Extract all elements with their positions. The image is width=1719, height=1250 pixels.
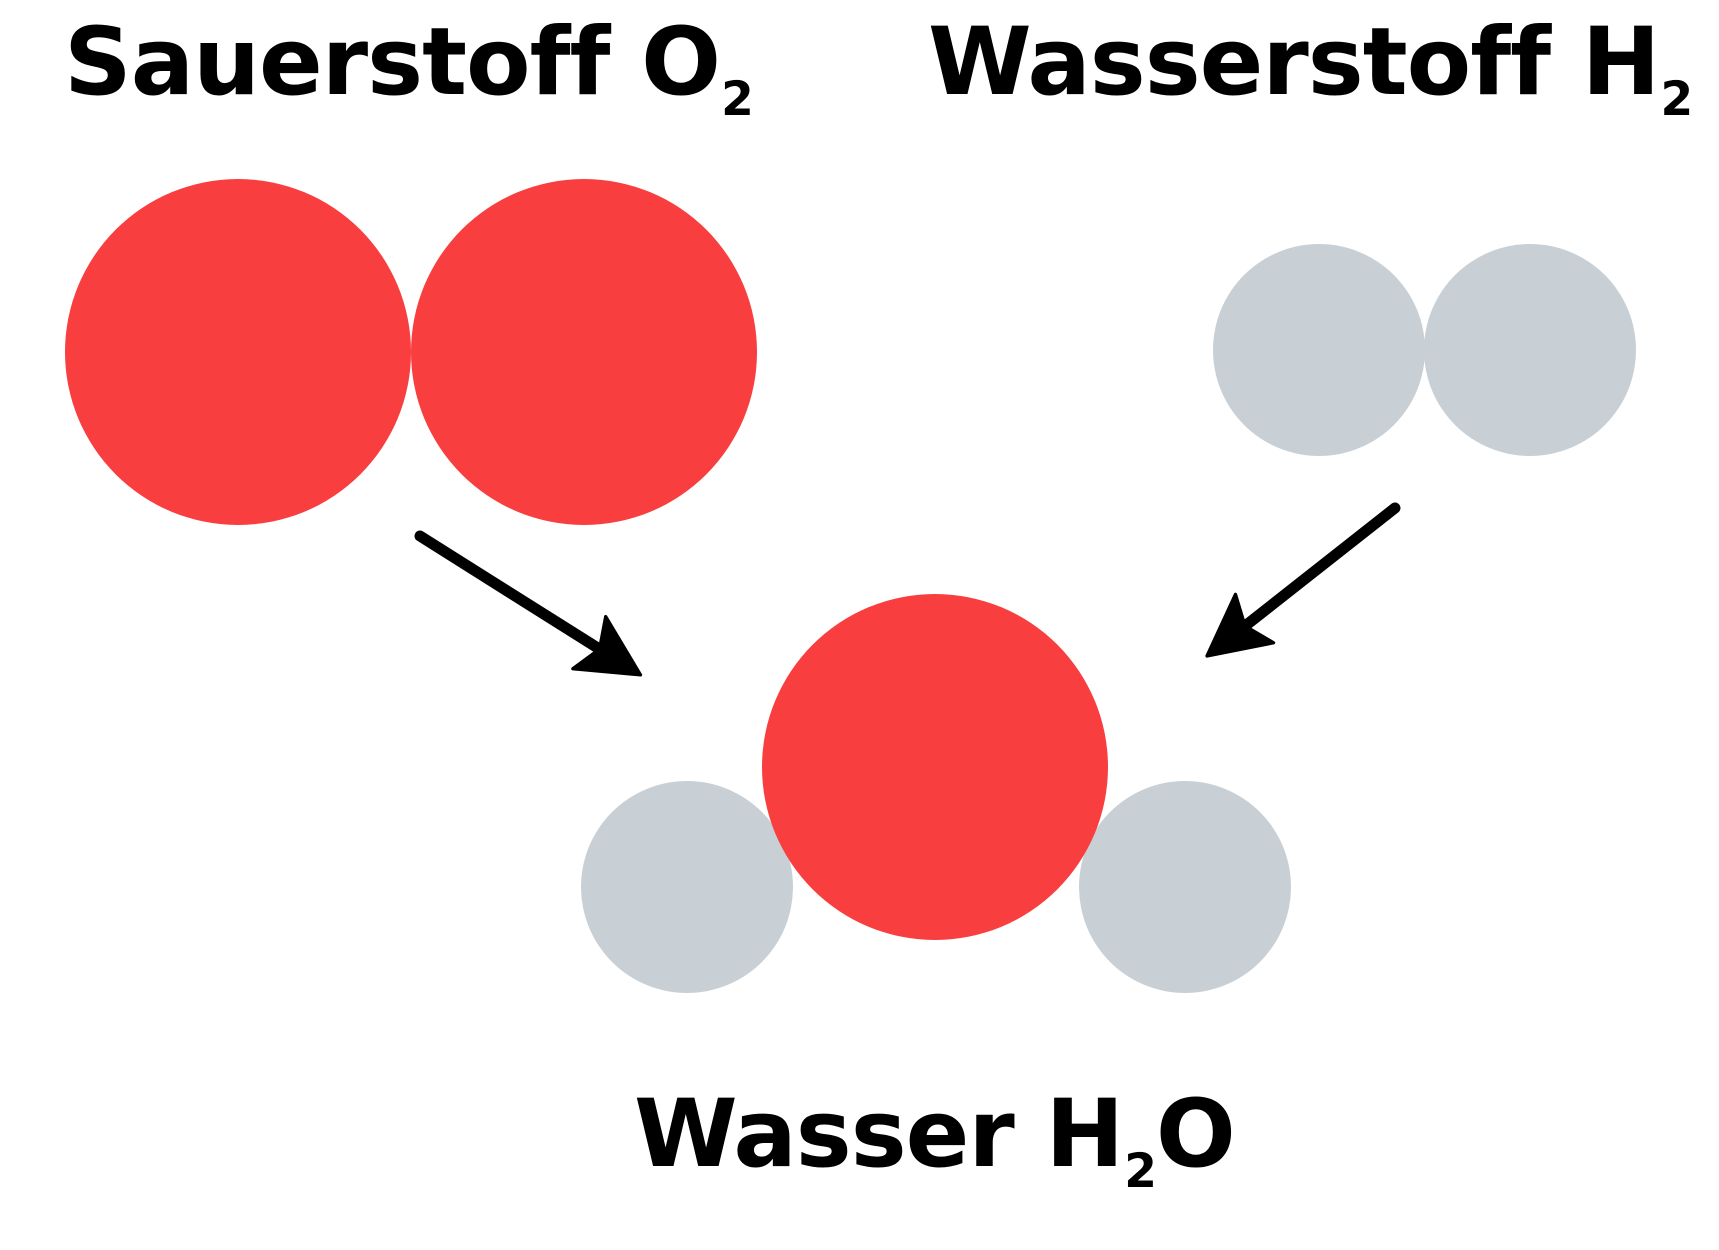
oxygen-name: Sauerstoff — [64, 8, 610, 117]
oxygen-formula-main: O — [641, 8, 721, 117]
oxygen-label: Sauerstoff O2 — [64, 16, 754, 124]
water-name: Wasser — [634, 1080, 1015, 1189]
hydrogen-atom-right — [1424, 244, 1636, 456]
arrow-oxygen-to-water — [414, 530, 643, 677]
water-molecule — [581, 594, 1291, 993]
water-hydrogen-atom-right — [1079, 781, 1291, 993]
oxygen-molecule — [65, 179, 757, 525]
water-oxygen-atom — [762, 594, 1108, 940]
water-formula-main: H — [1045, 1080, 1125, 1189]
oxygen-atom-left — [65, 179, 411, 525]
hydrogen-name: Wasserstoff — [928, 8, 1551, 117]
water-formula-sub: 2 — [1124, 1144, 1157, 1200]
hydrogen-formula-sub: 2 — [1660, 72, 1693, 128]
hydrogen-molecule — [1213, 244, 1636, 456]
hydrogen-atom-left — [1213, 244, 1425, 456]
arrow-hydrogen-to-water — [1205, 502, 1401, 658]
hydrogen-formula-main: H — [1581, 8, 1661, 117]
water-hydrogen-atom-left — [581, 781, 793, 993]
oxygen-atom-right — [411, 179, 757, 525]
water-label: Wasser H2O — [634, 1088, 1236, 1196]
hydrogen-label: Wasserstoff H2 — [928, 16, 1693, 124]
water-formula-tail: O — [1155, 1080, 1236, 1189]
oxygen-formula-sub: 2 — [721, 72, 754, 128]
